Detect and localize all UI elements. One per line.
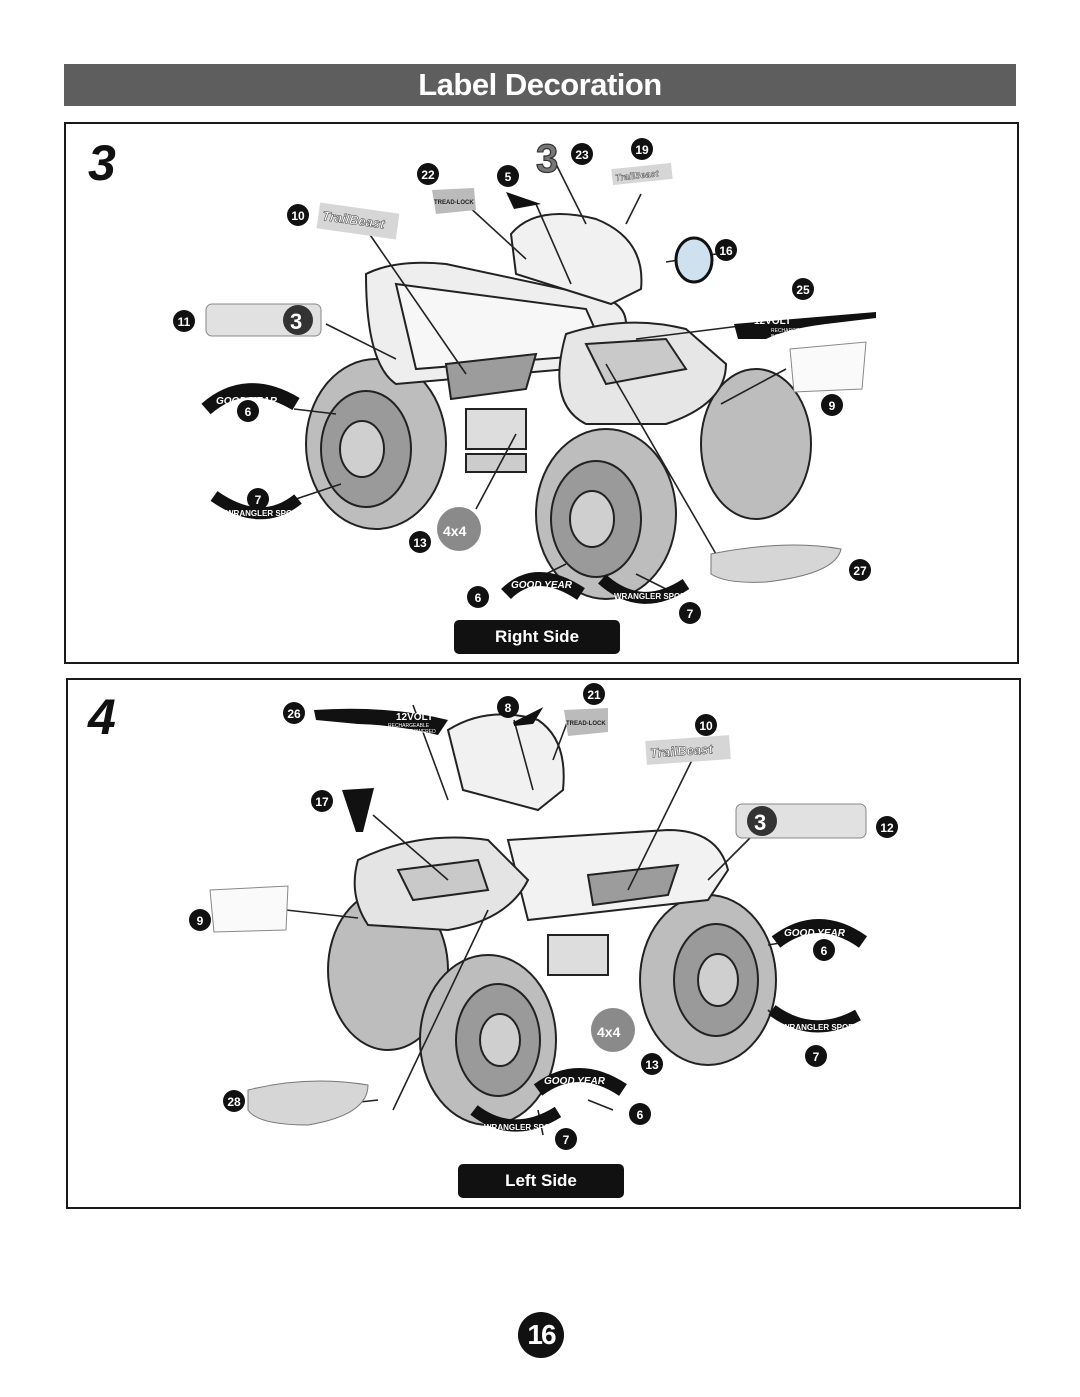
callout-11: 11: [173, 310, 195, 332]
left-side-illustration: 12VOLT RECHARGEABLE BATTERY POWERED TREA…: [189, 683, 898, 1150]
callout-22: 22: [417, 163, 439, 185]
goodyear-decal: GOOD YEAR: [784, 928, 846, 939]
callout-7: 7: [805, 1045, 827, 1067]
right-side-illustration: 12VOLT RECHARGEABLE BATTERY POWERED Trai…: [173, 136, 876, 624]
svg-text:13: 13: [413, 536, 427, 550]
callout-6b: 6: [629, 1103, 651, 1125]
svg-text:25: 25: [796, 283, 810, 297]
callout-6b: 6: [467, 586, 489, 608]
volt-decal-sub1: RECHARGEABLE: [771, 328, 813, 334]
svg-text:6: 6: [821, 944, 828, 958]
tread-lock-decal: TREAD-LOCK: [434, 200, 474, 206]
callout-19: 19: [631, 138, 653, 160]
callout-26: 26: [283, 702, 305, 724]
callout-7b: 7: [555, 1128, 577, 1150]
wrangler-decal-2: WRANGLER SPORT: [484, 1123, 561, 1132]
wrangler-decal: WRANGLER SPORT: [782, 1023, 859, 1032]
step-4-panel: 4: [66, 678, 1021, 1209]
callout-13: 13: [409, 531, 431, 553]
goodyear-decal-2: GOOD YEAR: [511, 580, 573, 591]
trail-beast-small-decal: TrailBeast: [615, 168, 660, 183]
left-side-label: Left Side: [458, 1164, 624, 1198]
callout-23: 23: [571, 143, 593, 165]
svg-text:22: 22: [421, 168, 435, 182]
callout-9: 9: [189, 909, 211, 931]
svg-text:7: 7: [255, 493, 262, 507]
callout-9: 9: [821, 394, 843, 416]
volt-decal-text: 12VOLT: [396, 712, 433, 723]
svg-text:9: 9: [197, 914, 204, 928]
volt-decal-sub2: BATTERY POWERED: [771, 334, 821, 340]
svg-text:12: 12: [880, 821, 894, 835]
wrangler-decal: WRANGLER SPORT: [226, 509, 303, 518]
tread-lock-decal: TREAD-LOCK: [566, 721, 606, 727]
svg-text:3: 3: [290, 309, 302, 334]
callout-8: 8: [497, 696, 519, 718]
svg-text:11: 11: [178, 315, 191, 329]
svg-text:7: 7: [813, 1050, 820, 1064]
callout-10: 10: [287, 204, 309, 226]
svg-text:5: 5: [505, 170, 512, 184]
svg-text:10: 10: [699, 719, 713, 733]
page-title: Label Decoration: [64, 64, 1016, 106]
svg-text:19: 19: [635, 143, 649, 157]
svg-text:9: 9: [829, 399, 836, 413]
callout-7b: 7: [679, 602, 701, 624]
svg-text:26: 26: [287, 707, 301, 721]
volt-decal-sub2: BATTERY POWERED: [386, 729, 436, 735]
svg-text:16: 16: [719, 244, 733, 258]
volt-decal-sub1: RECHARGEABLE: [388, 723, 430, 729]
callout-13: 13: [641, 1053, 663, 1075]
svg-text:8: 8: [505, 701, 512, 715]
right-side-label: Right Side: [454, 620, 620, 654]
callout-5: 5: [497, 165, 519, 187]
svg-text:6: 6: [245, 405, 252, 419]
svg-text:28: 28: [227, 1095, 241, 1109]
svg-text:6: 6: [475, 591, 482, 605]
svg-text:17: 17: [315, 795, 329, 809]
callout-28: 28: [223, 1090, 245, 1112]
four-by-four-decal: 4x4: [597, 1024, 621, 1040]
step-number: 3: [88, 135, 116, 191]
trail-beast-decal: TrailBeast: [650, 741, 714, 760]
svg-text:13: 13: [645, 1058, 659, 1072]
callout-6: 6: [813, 939, 835, 961]
callout-6: 6: [237, 400, 259, 422]
svg-text:27: 27: [853, 564, 867, 578]
callout-27: 27: [849, 559, 871, 581]
svg-text:21: 21: [587, 688, 601, 702]
callout-10: 10: [695, 714, 717, 736]
step-number: 4: [88, 689, 116, 745]
callout-21: 21: [583, 683, 605, 705]
number-3-decal: 3: [754, 810, 766, 835]
callout-16: 16: [715, 239, 737, 261]
svg-text:7: 7: [687, 607, 694, 621]
wrangler-decal-2: WRANGLER SPORT: [614, 592, 691, 601]
svg-text:7: 7: [563, 1133, 570, 1147]
four-by-four-decal: 4x4: [443, 523, 467, 539]
callout-25: 25: [792, 278, 814, 300]
callout-17: 17: [311, 790, 333, 812]
svg-text:23: 23: [575, 148, 589, 162]
svg-text:10: 10: [291, 209, 305, 223]
volt-decal-text: 12VOLT: [754, 316, 791, 327]
number-3-decal: 3: [536, 137, 558, 181]
callout-7: 7: [247, 488, 269, 510]
page-number: 16: [518, 1312, 564, 1358]
callout-12: 12: [876, 816, 898, 838]
goodyear-decal-2: GOOD YEAR: [544, 1076, 606, 1087]
svg-text:6: 6: [637, 1108, 644, 1122]
step-3-panel: 3: [64, 122, 1019, 664]
